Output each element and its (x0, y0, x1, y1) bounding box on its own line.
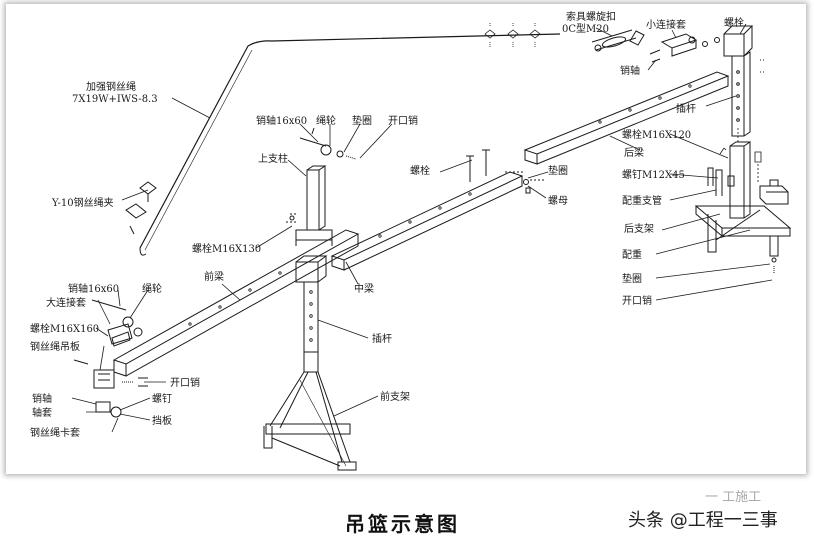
label-rope-hanger: 钢丝绳吊板 (30, 340, 80, 353)
turnbuckle (591, 29, 645, 52)
label-front-frame: 前支架 (380, 390, 410, 403)
label-rod-right: 插杆 (676, 102, 696, 115)
label-bolt-mid: 螺栓 (410, 164, 430, 177)
upper-post (286, 127, 357, 246)
watermark: 头条 @工程一三事 (628, 510, 778, 531)
rope-clips (125, 181, 157, 235)
label-axle-sleeve: 轴套 (32, 406, 52, 419)
label-split-pin-b: 开口销 (170, 376, 200, 389)
label-split-pin-a: 开口销 (388, 114, 418, 127)
label-screw-m12x45: 螺钉M12X45 (622, 169, 685, 181)
label-small-sleeve: 小连接套 (646, 18, 686, 31)
faint-watermark: 一 工施工 (705, 490, 762, 505)
middle-beam (330, 149, 546, 271)
label-nut-mid: 螺母 (548, 195, 568, 207)
label-washer-right: 垫圈 (622, 272, 642, 285)
wire-rope (139, 33, 561, 256)
label-rear-beam: 后梁 (624, 146, 644, 159)
label-pin-b: 销轴 (32, 392, 52, 405)
label-clamp-board: 挡板 (152, 414, 172, 427)
label-rope-lock: 索具螺旋扣 (566, 10, 616, 23)
rear-frame (694, 141, 792, 274)
part-labels: 索具螺旋扣 0C型M20 小连接套 螺栓 销轴 插杆 螺栓M16X120 后梁 … (30, 10, 744, 439)
label-bolt-m16x160: 螺栓M16X160 (30, 322, 99, 335)
leader-lines (71, 23, 773, 433)
label-bolt-top: 螺栓 (724, 16, 744, 29)
label-upper-post: 上支柱 (258, 152, 288, 165)
front-left-fittings (73, 299, 148, 418)
label-pulley-a: 绳轮 (316, 114, 336, 127)
label-pulley-b: 绳轮 (142, 282, 162, 295)
rear-beam (523, 71, 730, 165)
label-rope-clamp: 钢丝绳卡套 (30, 426, 80, 439)
label-mid-beam: 中梁 (354, 282, 374, 295)
label-screw-b: 螺钉 (152, 393, 172, 405)
label-pin-16x60-b: 销轴16x60 (68, 282, 119, 295)
label-wire-spec: 7X19W+IWS-8.3 (72, 94, 158, 105)
rear-bolts (719, 128, 762, 182)
label-clip: Y-10钢丝绳夹 (51, 196, 114, 209)
front-beam (112, 229, 360, 377)
label-counterweight-tube: 配重支管 (622, 194, 662, 207)
label-rod-mid: 插杆 (372, 332, 392, 345)
rope-fittings (484, 22, 541, 47)
label-big-sleeve: 大连接套 (46, 296, 86, 309)
label-washer-mid: 垫圈 (548, 164, 568, 177)
front-frame (263, 255, 357, 471)
diagram-frame (6, 4, 806, 474)
label-counterweight: 配重 (622, 248, 642, 261)
diagram-caption: 吊篮示意图 (345, 512, 460, 536)
label-split-pin-right: 开口销 (622, 294, 652, 307)
label-pin-top: 销轴 (620, 64, 640, 77)
label-front-beam: 前梁 (204, 270, 224, 283)
label-wire-rope: 加强钢丝绳 (86, 80, 136, 93)
label-rear-frame: 后支架 (624, 223, 654, 235)
label-oc-m20: 0C型M20 (562, 22, 609, 35)
label-bolt-m16x130: 螺栓M16X130 (192, 242, 261, 255)
label-washer-a: 垫圈 (352, 114, 372, 127)
label-pin-16x60-a: 销轴16x60 (256, 114, 307, 127)
label-bolt-m16x120: 螺栓M16X120 (622, 128, 691, 141)
upper-right-assembly (649, 25, 764, 137)
